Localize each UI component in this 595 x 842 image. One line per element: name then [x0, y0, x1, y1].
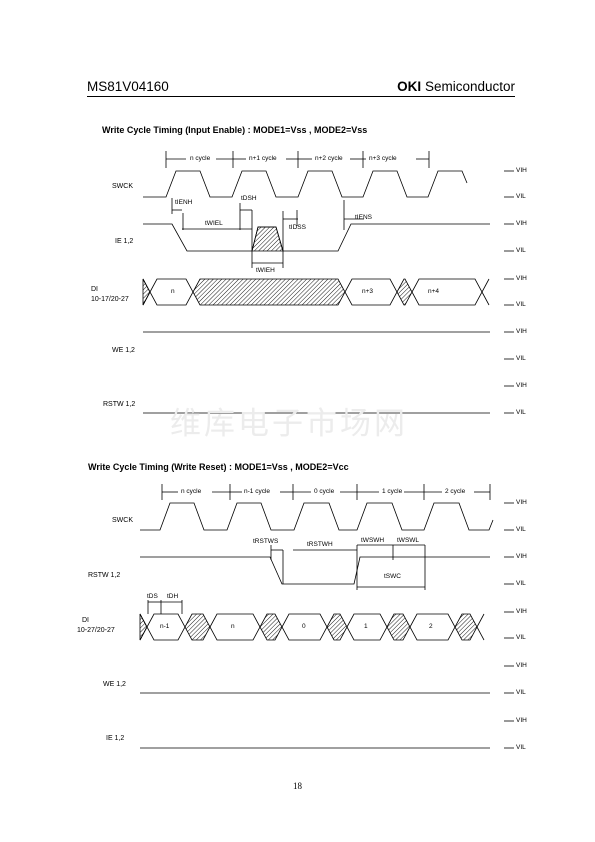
d2-signal-swck: SWCK — [112, 517, 133, 524]
level-label-high: VIH — [516, 167, 527, 174]
d2-signal-rstw: RSTW 1,2 — [88, 572, 121, 579]
watermark: 维库电子市场网 — [170, 406, 408, 442]
d1-signal-we: WE 1,2 — [112, 347, 135, 354]
d2-cycle-label: n cycle — [181, 488, 202, 495]
d1-timing-label: tIENH — [175, 199, 193, 206]
d1-cycle-label: n+2 cycle — [315, 155, 343, 162]
d2-data-label: 0 — [302, 623, 306, 630]
d2-cycle-label: 2 cycle — [445, 488, 466, 495]
level-label-high: VIH — [516, 382, 527, 389]
d2-cycle-label: n-1 cycle — [244, 488, 271, 495]
diagram2-title: Write Cycle Timing (Write Reset) : MODE1… — [88, 462, 349, 472]
d1-swck-wave — [143, 170, 468, 198]
d2-cycle-label: 0 cycle — [314, 488, 335, 495]
page-number: 18 — [293, 781, 302, 791]
d1-timing-label: tIENS — [355, 214, 372, 221]
d1-signal-ie: IE 1,2 — [115, 238, 134, 245]
d1-signal-swck: SWCK — [112, 183, 133, 190]
level-label-high: VIH — [516, 553, 527, 560]
company-header: OKI Semiconductor — [397, 79, 515, 94]
diagram2-waveforms — [139, 484, 494, 749]
level-label-high: VIH — [516, 608, 527, 615]
d2-timing-label: tSWC — [384, 573, 401, 580]
level-label-high: VIH — [516, 499, 527, 506]
d2-swck-wave — [140, 502, 494, 531]
level-label-high: VIH — [516, 220, 527, 227]
d1-signal-di: DI — [91, 286, 98, 293]
level-label-low: VIL — [516, 409, 526, 416]
d2-data-label: n — [231, 623, 235, 630]
d2-signal-we: WE 1,2 — [103, 681, 126, 688]
level-label-low: VIL — [516, 247, 526, 254]
d2-timing-label: tRSTWS — [253, 538, 279, 545]
level-label-low: VIL — [516, 580, 526, 587]
level-label-low: VIL — [516, 744, 526, 751]
d2-timing-label: tDS — [147, 593, 158, 600]
d2-timing-label: tRSTWH — [307, 541, 333, 548]
level-label-high: VIH — [516, 662, 527, 669]
d2-cycle-label: 1 cycle — [382, 488, 403, 495]
d1-data-label: n+3 — [362, 288, 374, 295]
d1-timing-label: tWIEL — [205, 220, 223, 227]
diagram1-waveforms — [142, 151, 490, 414]
level-label-low: VIL — [516, 193, 526, 200]
d1-cycle-label: n+3 cycle — [369, 155, 397, 162]
level-label-low: VIL — [516, 301, 526, 308]
d2-signal-ie: IE 1,2 — [106, 735, 125, 742]
d2-data-label: 2 — [429, 623, 433, 630]
level-label-low: VIL — [516, 526, 526, 533]
d1-timing-label: tDSH — [241, 195, 257, 202]
d2-data-label: 1 — [364, 623, 368, 630]
level-label-high: VIH — [516, 328, 527, 335]
d1-cycle-label: n cycle — [190, 155, 211, 162]
d1-timing-label: tWIEH — [256, 267, 275, 274]
d2-data-label: n-1 — [160, 623, 170, 630]
d1-signal-di-bits: 10-17/20-27 — [91, 296, 129, 303]
d2-timing-label: tDH — [167, 593, 179, 600]
d2-timing-label: tWSWH — [361, 537, 385, 544]
brand-name: OKI — [397, 79, 422, 94]
d2-signal-di-bits: 10-27/20-27 — [77, 627, 115, 634]
part-number: MS81V04160 — [87, 79, 169, 94]
header-rule — [87, 96, 515, 97]
company-name: Semiconductor — [424, 79, 515, 94]
d2-timing-label: tWSWL — [397, 537, 420, 544]
level-label-high: VIH — [516, 275, 527, 282]
d1-cycle-label: n+1 cycle — [249, 155, 277, 162]
level-label-low: VIL — [516, 355, 526, 362]
d1-timing-label: tIDSS — [289, 224, 306, 231]
d1-data-label: n+4 — [428, 288, 440, 295]
d1-ie-wave — [143, 223, 490, 252]
d1-signal-rstw: RSTW 1,2 — [103, 401, 136, 408]
level-label-low: VIL — [516, 689, 526, 696]
level-ticks — [504, 170, 514, 749]
d1-data-label: n — [171, 288, 175, 295]
d2-signal-di: DI — [82, 617, 89, 624]
level-label-low: VIL — [516, 634, 526, 641]
d2-rstw-wave — [140, 556, 490, 585]
level-label-high: VIH — [516, 717, 527, 724]
diagram1-title: Write Cycle Timing (Input Enable) : MODE… — [102, 125, 368, 135]
